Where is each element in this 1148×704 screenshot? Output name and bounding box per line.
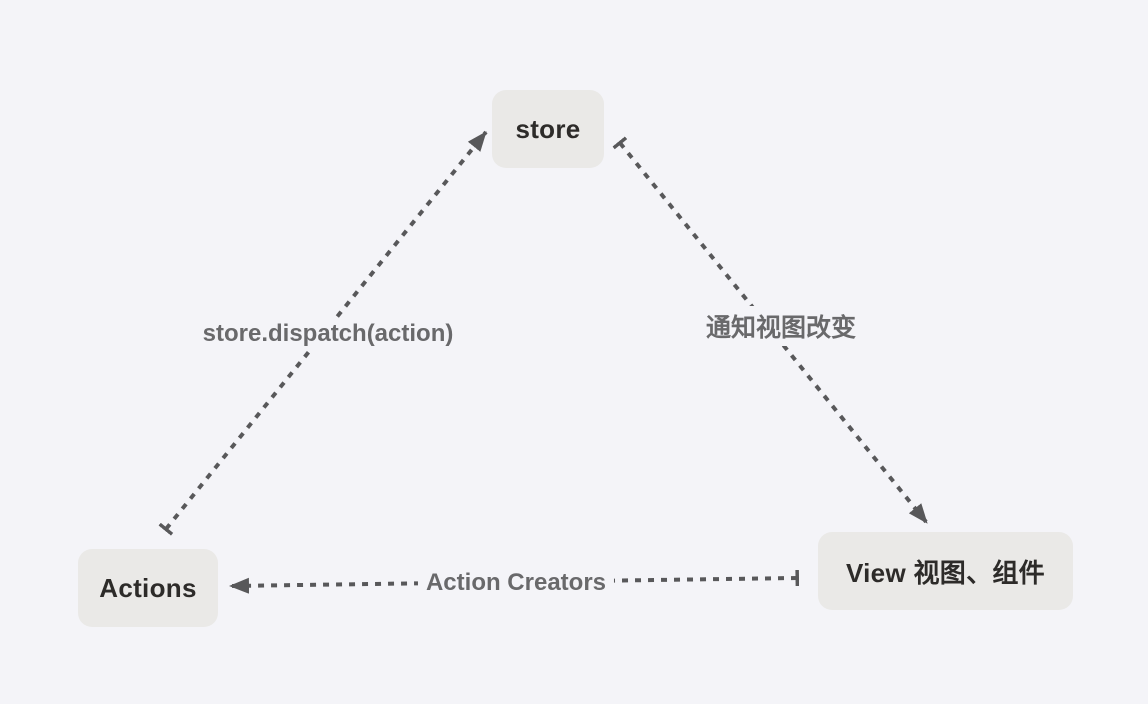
edge-view-to-actions	[229, 569, 800, 594]
node-store-label: store	[515, 113, 581, 144]
edge-label-store-dispatch: store.dispatch(action)	[194, 318, 462, 350]
node-view-label: View 视图、组件	[845, 557, 1045, 588]
edge-label-notify-view-change: 通知视图改变	[697, 306, 865, 346]
node-actions-label: Actions	[99, 572, 197, 603]
edge-label-action-creators: Action Creators	[417, 567, 615, 599]
node-view: View 视图、组件	[818, 532, 1073, 610]
node-actions: Actions	[78, 549, 218, 627]
node-store: store	[492, 90, 604, 168]
edge-store-to-view	[612, 136, 929, 525]
